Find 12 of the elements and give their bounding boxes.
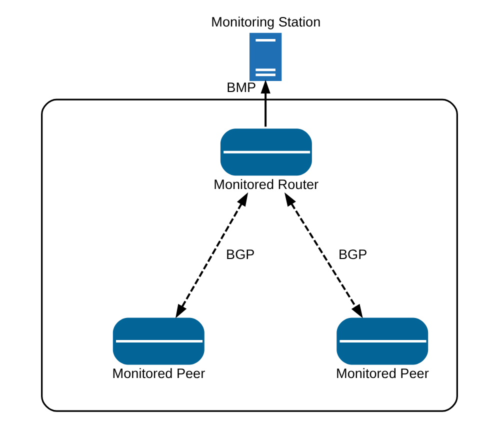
node-label: Monitoring Station: [211, 14, 321, 30]
edge-label: BMP: [226, 80, 256, 96]
edge-label: BGP: [226, 246, 255, 262]
node-box: [250, 32, 282, 82]
cluster: [41, 98, 458, 412]
node-label: Monitored Router: [214, 176, 319, 192]
arrow: [260, 80, 270, 127]
arrow: [176, 192, 248, 318]
node-label: Monitored Peer: [112, 366, 206, 382]
arrow: [284, 192, 363, 318]
node-label: Monitored Peer: [336, 366, 429, 382]
edge-label: BGP: [338, 246, 368, 262]
